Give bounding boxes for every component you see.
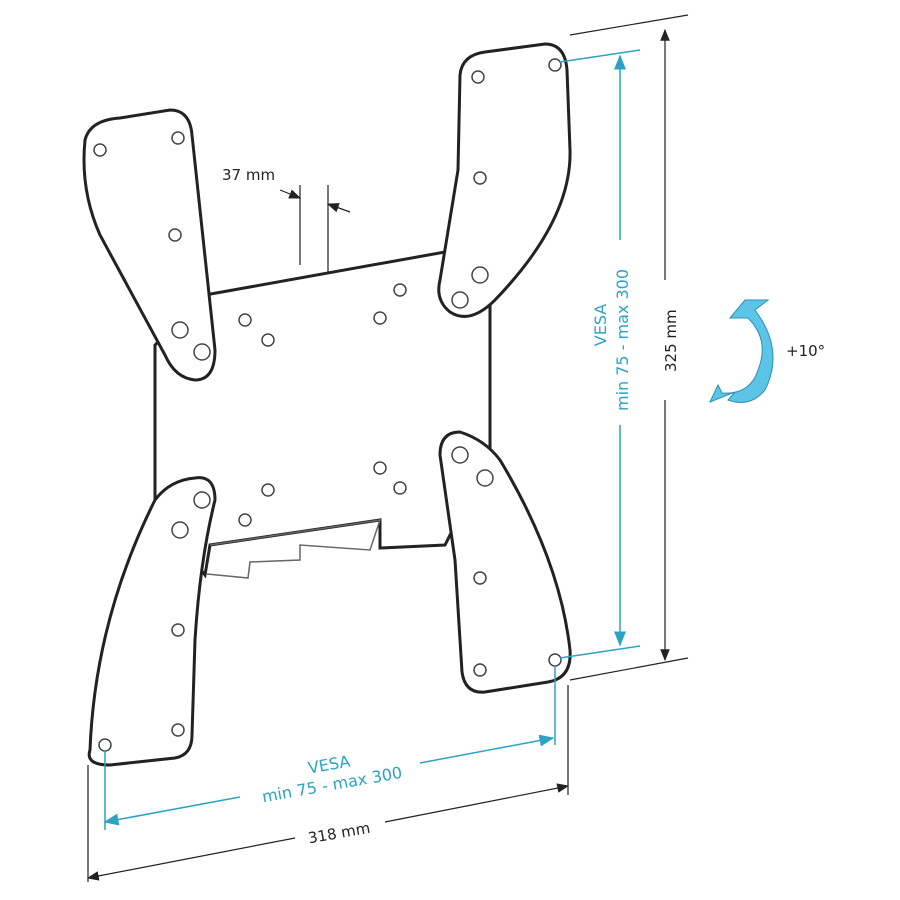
plate-slot bbox=[206, 519, 382, 579]
gap-dimension bbox=[279, 185, 351, 272]
mounting-holes bbox=[93, 58, 562, 752]
width-label: 318 mm bbox=[307, 819, 372, 848]
gap-label: 37 mm bbox=[222, 166, 275, 184]
arm-lower-right bbox=[438, 430, 572, 694]
tilt-arrow-icon bbox=[709, 299, 774, 403]
arm-lower-left bbox=[87, 476, 217, 767]
vesa-vertical-line2: min 75 - max 300 bbox=[613, 269, 632, 411]
width-dimension bbox=[86, 685, 570, 882]
height-label: 325 mm bbox=[662, 309, 680, 372]
vesa-vertical-dimension bbox=[559, 49, 641, 659]
vesa-horizontal-dimension bbox=[103, 665, 556, 830]
tilt-label: +10° bbox=[786, 342, 825, 360]
arm-upper-right bbox=[437, 42, 572, 318]
vesa-vertical-line1: VESA bbox=[591, 304, 610, 347]
arm-upper-left bbox=[82, 108, 217, 382]
height-dimension bbox=[569, 14, 689, 681]
